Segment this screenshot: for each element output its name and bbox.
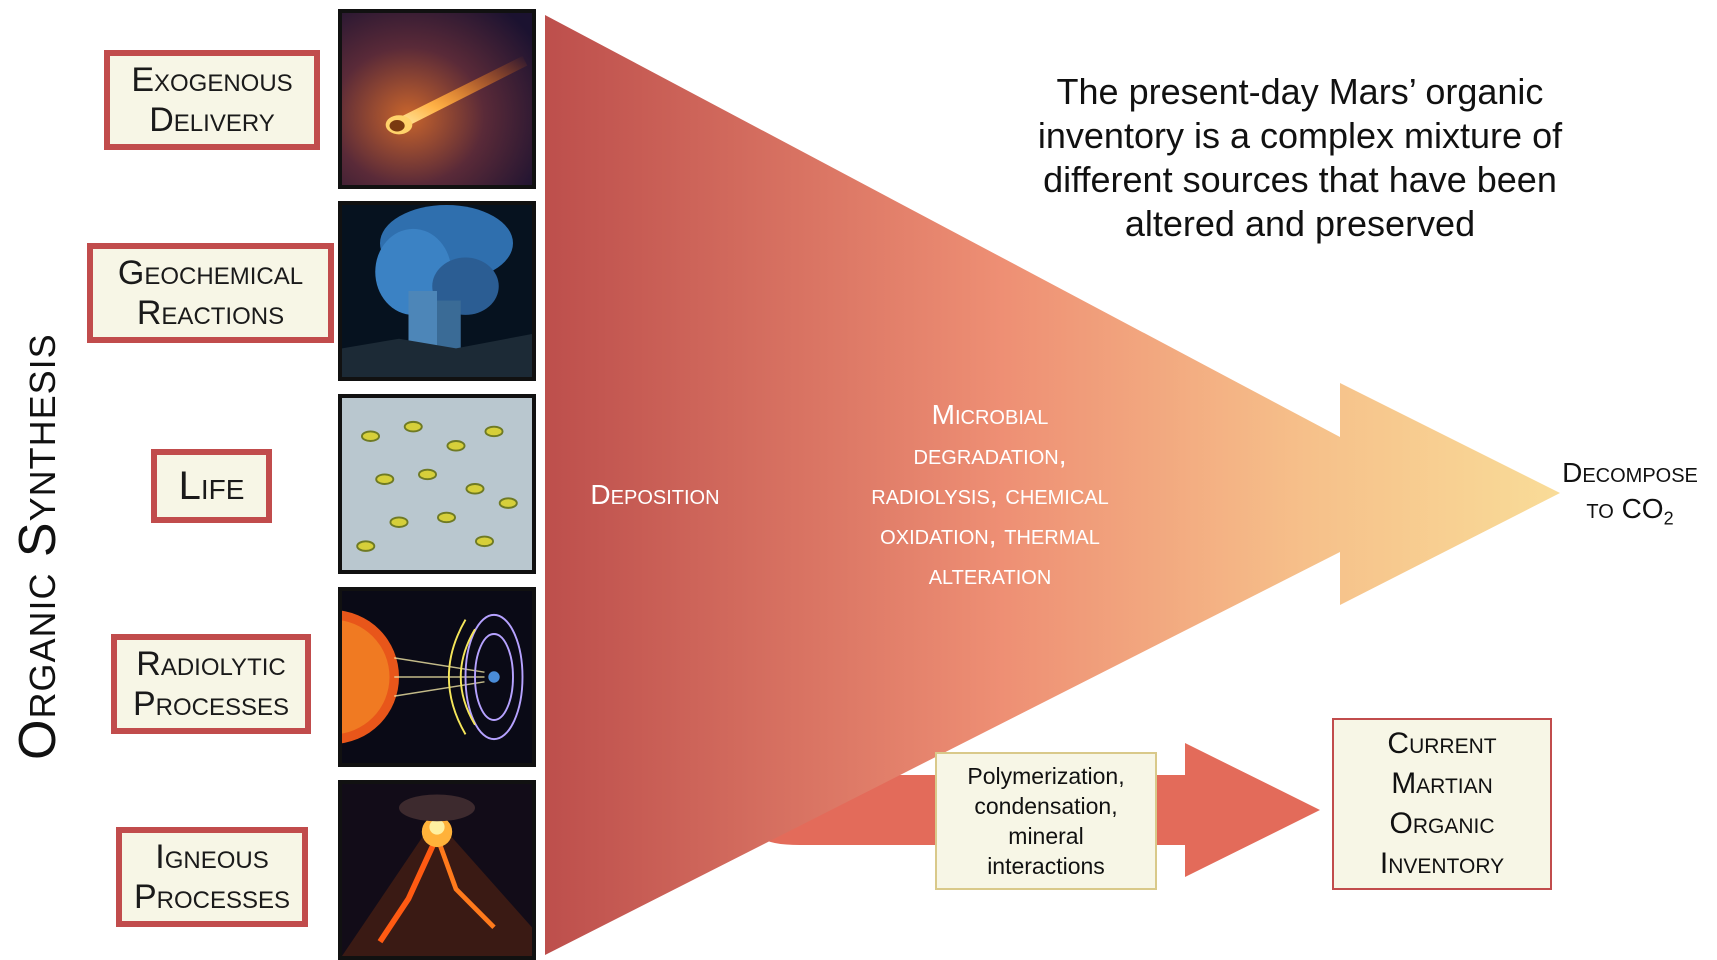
alteration-line: Microbial bbox=[931, 399, 1049, 430]
alteration-processes-label: Microbial degradation, radiolysis, chemi… bbox=[820, 395, 1160, 595]
inventory-line: Current bbox=[1387, 727, 1497, 760]
alteration-line: radiolysis, chemical bbox=[871, 479, 1109, 510]
co2-text: to CO bbox=[1586, 493, 1664, 524]
source-label-line: Life bbox=[178, 464, 245, 508]
hydrothermal-vent-photo bbox=[338, 201, 536, 381]
source-label-line: Radiolytic bbox=[136, 645, 286, 683]
source-label-line: Geochemical bbox=[117, 254, 304, 292]
process-line: Polymerization, bbox=[967, 763, 1125, 789]
solar-wind-magnetosphere-photo bbox=[338, 587, 536, 767]
current-martian-organic-inventory-box: Current Martian Organic Inventory bbox=[1332, 718, 1552, 890]
microbes-photo bbox=[338, 394, 536, 574]
inventory-line: Inventory bbox=[1379, 847, 1505, 880]
decompose-line: to CO2 bbox=[1540, 491, 1717, 537]
source-box-life: Life bbox=[151, 449, 272, 523]
volcano-photo bbox=[338, 780, 536, 960]
source-label-line: Processes bbox=[132, 685, 290, 723]
summary-statement: The present-day Mars’ organic inventory … bbox=[1037, 71, 1563, 244]
process-line: mineral bbox=[1008, 823, 1084, 849]
organic-synthesis-title: Organic Synthesis bbox=[9, 333, 67, 760]
process-line: interactions bbox=[987, 853, 1105, 879]
alteration-line: oxidation, thermal bbox=[880, 519, 1100, 550]
deposition-label: Deposition bbox=[590, 479, 720, 510]
decompose-line: Decompose bbox=[1562, 457, 1698, 488]
alteration-line: degradation, bbox=[913, 439, 1067, 470]
alteration-line: alteration bbox=[928, 559, 1052, 590]
source-label-line: Processes bbox=[133, 878, 291, 916]
source-label-line: Igneous bbox=[155, 838, 269, 876]
inventory-line: Organic bbox=[1389, 807, 1495, 840]
main-funnel-arrow bbox=[545, 15, 1560, 955]
decompose-label: Decompose to CO2 bbox=[1540, 455, 1717, 537]
source-label-line: Delivery bbox=[149, 101, 275, 139]
source-label-line: Reactions bbox=[136, 294, 285, 332]
inventory-line: Martian bbox=[1391, 767, 1493, 800]
co2-subscript: 2 bbox=[1663, 508, 1674, 529]
preservation-processes-box: Polymerization, condensation, mineral in… bbox=[935, 752, 1157, 890]
source-label-line: Exogenous bbox=[131, 61, 293, 99]
meteor-photo bbox=[338, 9, 536, 189]
process-line: condensation, bbox=[974, 793, 1118, 819]
